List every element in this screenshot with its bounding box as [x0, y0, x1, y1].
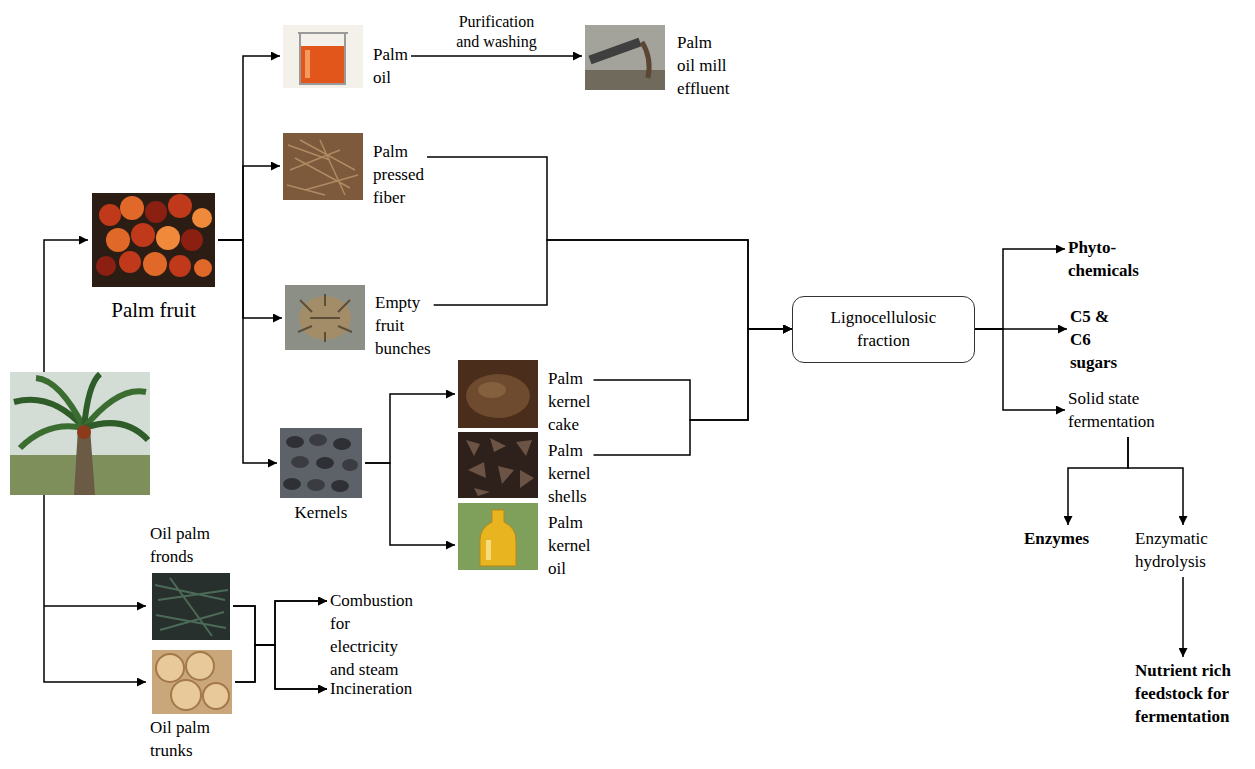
pressed-fiber-photo — [283, 133, 363, 200]
flow-arrow — [218, 240, 282, 318]
labelled-item: Solid state fermentation — [1065, 385, 1158, 437]
labelled-item: Oil palm trunks — [147, 647, 235, 769]
kernels-photo — [280, 428, 362, 498]
flow-arrow — [434, 240, 792, 329]
kernel-shells-photo — [458, 432, 538, 498]
flow-arrow — [1182, 577, 1184, 657]
flow-arrow — [594, 329, 793, 455]
flow-arrow — [411, 55, 582, 57]
flow-arrow — [233, 606, 327, 689]
process-box: Lignocellulosic fraction — [792, 296, 975, 363]
labelled-item: Empty fruit bunches — [282, 282, 434, 364]
item-label: Incineration — [330, 678, 412, 701]
item-label: Phyto-chemicals — [1068, 237, 1142, 283]
fronds-photo — [152, 573, 230, 640]
labelled-item: C5 & C6 sugars — [1067, 303, 1120, 378]
item-label: Empty fruit bunches — [375, 292, 434, 361]
labelled-item: Nutrient rich feedstock for fermentation — [1132, 657, 1232, 755]
flow-arrow — [427, 157, 792, 329]
flow-arrow — [1068, 437, 1128, 525]
labelled-item: Palm kernel oil — [455, 500, 593, 584]
labelled-item: Incineration — [327, 675, 415, 704]
flow-arrow — [235, 645, 327, 689]
item-label: Palm kernel shells — [548, 440, 593, 509]
kernel-cake-photo — [458, 360, 538, 428]
empty-fruit-bunch-photo — [285, 285, 365, 350]
flow-arrow — [233, 601, 327, 645]
tree-connector — [44, 605, 146, 607]
flow-arrow — [218, 166, 280, 240]
labelled-item: Palm oil mill effluent — [582, 22, 733, 104]
tree-connector — [44, 495, 146, 682]
labelled-item: Oil palm fronds — [147, 520, 233, 643]
kernel-oil-photo — [458, 503, 538, 570]
flow-arrow — [975, 249, 1065, 329]
flow-arrow — [975, 329, 1065, 410]
item-label: Oil palm fronds — [150, 523, 233, 569]
item-label: Palm fruit — [92, 296, 215, 324]
palm-fruit-photo — [92, 193, 215, 287]
item-label: Solid state fermentation — [1068, 388, 1158, 434]
flow-arrow — [365, 394, 455, 463]
box-label: Lignocellulosic fraction — [819, 307, 949, 353]
item-label: Palm oil mill effluent — [677, 32, 733, 101]
flow-arrow — [218, 240, 277, 463]
labelled-item: Enzymes — [1021, 525, 1092, 554]
labelled-item: Palm pressed fiber — [280, 130, 427, 213]
item-label: Palm oil — [373, 44, 411, 90]
labelled-item: Palm kernel shells — [455, 429, 593, 512]
labelled-item: Phyto-chemicals — [1065, 234, 1142, 286]
labelled-item: Palm fruit — [89, 190, 218, 327]
item-label: Oil palm trunks — [150, 717, 234, 763]
flow-arrow — [594, 329, 793, 420]
flow-arrow — [365, 463, 455, 545]
item-label: Palm pressed fiber — [373, 141, 427, 210]
item-label: Palm kernel oil — [548, 512, 593, 581]
item-label: Enzymatic hydrolysis — [1135, 528, 1211, 574]
edge-label: Purification and washing — [446, 12, 546, 52]
labelled-item: Combustion for electricity and steam — [327, 587, 416, 685]
palm-oil-photo — [283, 25, 363, 88]
item-label: Combustion for electricity and steam — [330, 590, 416, 682]
effluent-photo — [585, 25, 665, 90]
tree-connector — [44, 240, 88, 372]
item-label: Nutrient rich feedstock for fermentation — [1135, 660, 1232, 729]
flow-arrow — [1128, 437, 1183, 525]
labelled-item: Kernels — [277, 425, 365, 528]
flow-arrow — [235, 601, 327, 682]
oil-palm-tree — [10, 372, 150, 495]
trunks-photo — [152, 650, 232, 714]
item-label: Enzymes — [1024, 528, 1089, 551]
item-label: Palm kernel cake — [548, 368, 593, 437]
labelled-item: Palm oil — [280, 22, 411, 93]
item-label: C5 & C6 sugars — [1070, 306, 1120, 375]
labelled-item: Palm kernel cake — [455, 357, 593, 440]
labelled-item: Enzymatic hydrolysis — [1132, 525, 1211, 577]
item-label: Kernels — [280, 502, 362, 525]
flow-arrow — [218, 56, 280, 240]
